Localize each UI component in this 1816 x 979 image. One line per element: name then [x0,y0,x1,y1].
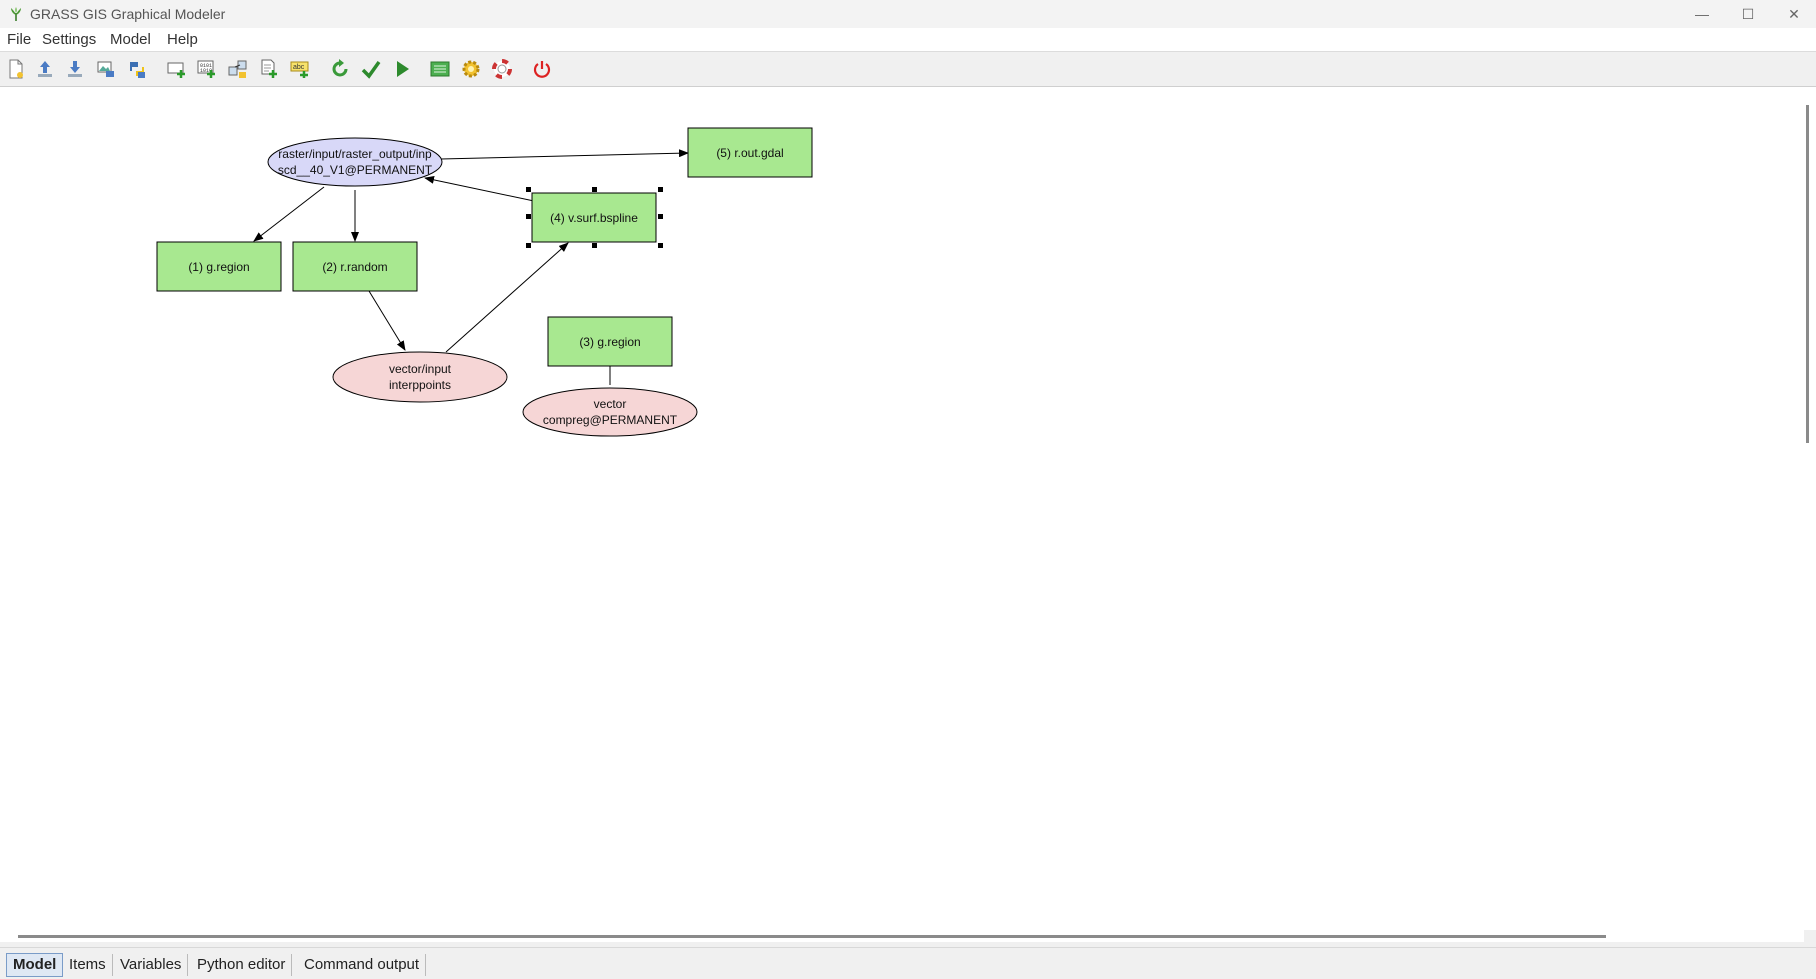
settings-icon [462,60,480,78]
export-python-button[interactable] [126,58,148,80]
data-node-interppoints[interactable]: vector/input interppoints [332,351,508,403]
module-node-gregion-3-label: (3) g.region [579,335,640,349]
export-image-button[interactable] [95,58,117,80]
redraw-icon [332,59,348,77]
vertical-scrollbar[interactable] [1804,87,1816,930]
tab-model[interactable]: Model [6,953,64,977]
save-model-icon [68,61,82,77]
export-python-icon [130,62,145,78]
load-model-icon [38,61,52,77]
add-loop-icon [261,59,277,78]
module-node-rrandom[interactable]: (2) r.random [292,241,418,292]
model-graph: raster/input/raster_output/inp scd__40_V… [156,127,813,437]
add-relation-button[interactable] [227,58,249,80]
save-model-button[interactable] [64,58,86,80]
add-comment-icon: abc [290,61,309,78]
add-command-button[interactable] [166,58,188,80]
menu-file[interactable]: File [7,31,32,48]
validate-icon [361,60,381,79]
tab-python-editor[interactable]: Python editor [191,954,293,976]
redraw-button[interactable] [329,58,351,80]
selection-handles[interactable] [526,187,663,248]
notebook-tabs: Model Items Variables Python editor Comm… [0,947,1816,978]
vertical-scroll-thumb[interactable] [1806,105,1809,443]
module-node-rrandom-label: (2) r.random [322,260,387,274]
model-canvas[interactable]: raster/input/raster_output/inp scd__40_V… [0,87,1804,930]
new-model-button[interactable] [5,58,27,80]
svg-text:1010: 1010 [200,68,212,74]
horizontal-scrollbar[interactable] [0,930,1804,942]
maximize-button[interactable]: ☐ [1726,0,1770,28]
minimize-button[interactable]: — [1680,0,1724,28]
run-button[interactable] [391,58,413,80]
data-node-raster[interactable]: raster/input/raster_output/inp scd__40_V… [267,137,443,187]
relation-rrandom-to-interp [368,290,406,351]
menu-model[interactable]: Model [110,31,151,48]
grass-logo-icon [11,7,21,21]
menu-settings[interactable]: Settings [42,31,97,48]
close-icon: ✕ [1788,5,1800,22]
module-node-routgdal[interactable]: (5) r.out.gdal [687,127,813,178]
window-title: GRASS GIS Graphical Modeler [30,6,226,22]
module-node-vsurfbspline-label: (4) v.surf.bspline [550,211,638,225]
data-node-interppoints-line1: vector/input [389,362,452,376]
export-image-icon [97,61,114,77]
tab-command-output[interactable]: Command output [298,954,427,976]
data-node-compreg-line1: vector [594,397,627,411]
data-node-compreg-line2: compreg@PERMANENT [543,413,678,427]
variables-button[interactable] [429,58,451,80]
minimize-icon: — [1695,6,1709,22]
add-comment-button[interactable]: abc [289,58,311,80]
svg-text:0101: 0101 [200,63,212,69]
tab-variables[interactable]: Variables [114,954,189,976]
horizontal-scroll-thumb[interactable] [18,935,1606,938]
help-button[interactable] [491,58,513,80]
data-node-compreg[interactable]: vector compreg@PERMANENT [522,387,698,437]
relation-raster-to-gregion1 [253,186,325,242]
maximize-icon: ☐ [1741,5,1755,22]
data-node-interppoints-line2: interppoints [389,378,451,392]
tab-items[interactable]: Items [63,954,113,976]
relation-bspline-to-raster [424,175,535,202]
svg-text:abc: abc [293,64,305,71]
run-icon [397,61,409,77]
relation-raster-to-rout [440,149,689,160]
module-node-gregion-1[interactable]: (1) g.region [156,241,282,292]
load-model-button[interactable] [34,58,56,80]
add-relation-icon [228,60,247,78]
variables-icon [430,61,450,77]
relation-interp-to-bspline [445,242,569,353]
data-node-raster-line2: scd__40_V1@PERMANENT [278,163,433,177]
close-button[interactable]: ✕ [1772,0,1816,28]
add-command-icon [167,62,185,78]
module-node-routgdal-label: (5) r.out.gdal [716,146,783,160]
data-node-raster-line1: raster/input/raster_output/inp [278,147,432,161]
module-node-gregion-1-label: (1) g.region [188,260,249,274]
menu-bar: File Settings Model Help [0,28,1816,52]
new-model-icon [9,59,23,79]
quit-button[interactable] [531,58,553,80]
validate-button[interactable] [360,58,382,80]
module-node-gregion-3[interactable]: (3) g.region [547,316,673,367]
help-icon [492,59,512,79]
module-node-vsurfbspline[interactable]: (4) v.surf.bspline [526,187,663,248]
add-loop-button[interactable] [258,58,280,80]
title-bar: GRASS GIS Graphical Modeler — ☐ ✕ [0,0,1816,28]
quit-icon [533,61,551,78]
settings-button[interactable] [460,58,482,80]
menu-help[interactable]: Help [167,31,198,48]
